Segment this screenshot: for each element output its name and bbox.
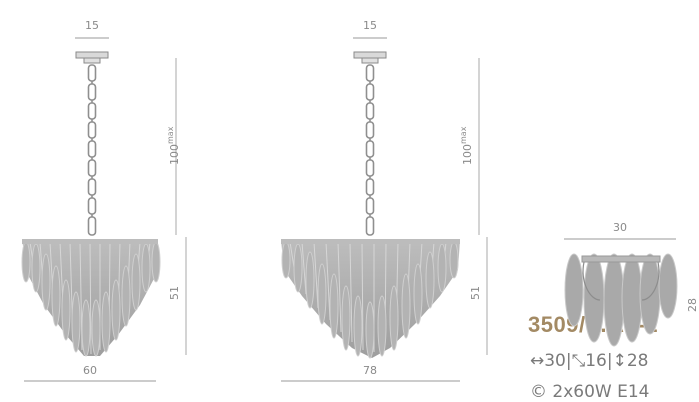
diameter-label: 78 (363, 364, 377, 377)
height-value: ↕28 (612, 351, 649, 371)
crystal-body (281, 239, 460, 359)
chain (365, 64, 375, 236)
depth-value: ⤡16 (571, 351, 607, 371)
side-height-label: 28 (686, 298, 699, 312)
diameter-label: 60 (83, 364, 97, 377)
crystal-body (21, 239, 161, 357)
sconce-drawing: 30 28 (564, 221, 699, 312)
sconce-crystals (564, 253, 678, 347)
height-max-label: 100max (166, 126, 181, 165)
technical-drawings: 15 (21, 19, 699, 382)
body-height-label: 51 (469, 286, 482, 300)
height-max-label: 100max (459, 126, 474, 165)
drawing-canvas: 15 (21, 19, 699, 382)
canopy-width-label: 15 (363, 19, 377, 32)
chandelier-drawing-1: 15 (21, 19, 187, 382)
chandelier-drawing-2: 15 (281, 19, 488, 382)
product-dimensions: ↔30 | ⤡16 | ↕28 (530, 351, 649, 371)
chain (87, 64, 97, 236)
body-height-label: 51 (168, 286, 181, 300)
canopy-width-label: 15 (85, 19, 99, 32)
width-label: 30 (613, 221, 627, 234)
width-value: ↔30 (530, 351, 566, 371)
